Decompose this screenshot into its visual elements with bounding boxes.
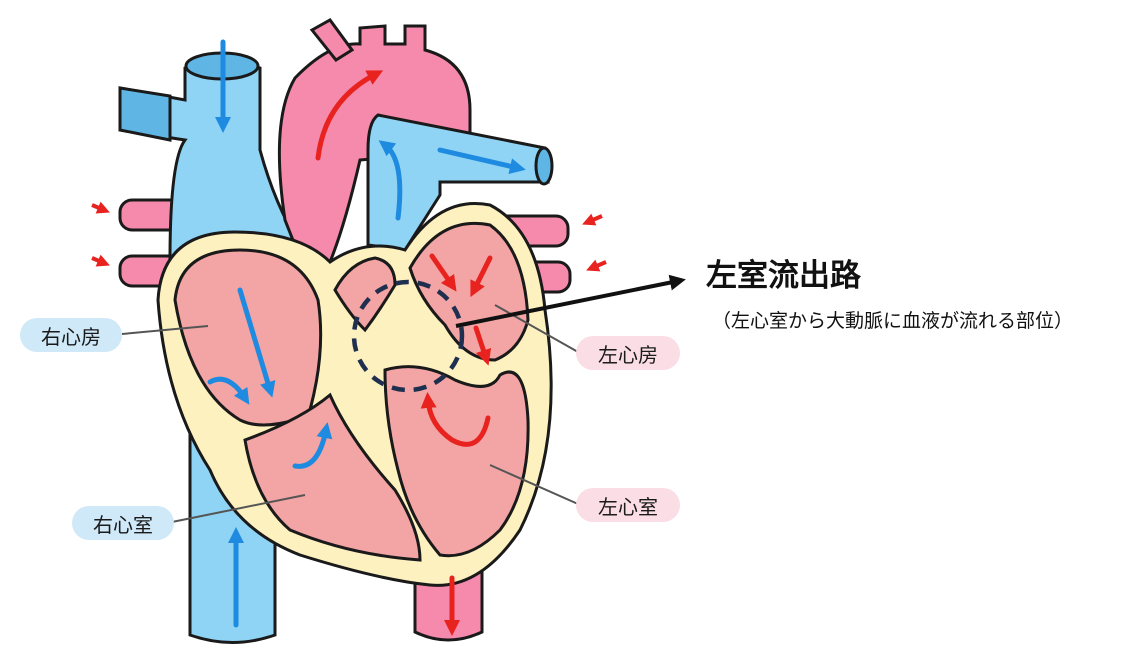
label-left-ventricle: 左心室 (576, 488, 680, 522)
blue-flow-arrows (207, 39, 526, 628)
outflow-tract-highlight (351, 279, 465, 393)
label-left-atrium-text: 左心房 (598, 342, 658, 367)
incoming-red-arrows (91, 201, 607, 272)
label-leader-lines (121, 304, 579, 523)
callout-pointer-arrow (455, 274, 686, 328)
svc-left-branch (118, 86, 172, 142)
right-ventricle-chamber (243, 392, 422, 562)
label-right-ventricle: 右心室 (72, 506, 174, 540)
callout-subtitle: （左心室から大動脈に血液が流れる部位） (712, 310, 1074, 332)
callout-title: 左室流出路 (706, 258, 861, 294)
red-flow-arrows (315, 70, 493, 637)
label-left-atrium: 左心房 (576, 336, 680, 370)
label-right-atrium-text: 右心房 (41, 324, 101, 349)
aortic-branch-tube (309, 18, 355, 62)
left-atrium-chamber (408, 221, 530, 362)
label-left-ventricle-text: 左心室 (598, 494, 658, 519)
pulmonary-artery (366, 113, 550, 252)
label-right-atrium: 右心房 (20, 318, 122, 352)
pulmonary-artery-opening (534, 146, 554, 186)
label-right-ventricle-text: 右心室 (93, 512, 153, 537)
left-ventricle-chamber (383, 365, 530, 558)
